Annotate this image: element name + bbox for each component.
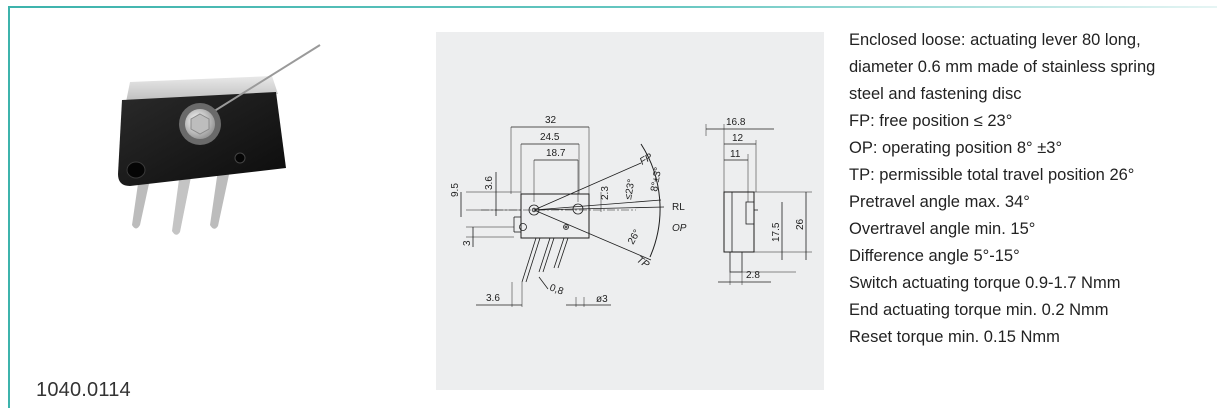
dim-label: 17.5 [771, 222, 782, 242]
part-number: 1040.0114 [36, 379, 131, 401]
spec-line: steel and fastening disc [849, 85, 1022, 103]
dimension-labels: 32 24.5 18.7 9.5 3.6 2.3 3 3.6 0,8 ø3 16… [450, 115, 806, 305]
dim-label: 3.6 [484, 176, 495, 190]
position-label-rl: RL [672, 202, 685, 213]
product-photo [118, 44, 321, 235]
dim-label: ø3 [596, 294, 608, 305]
spec-line: Pretravel angle max. 34° [849, 193, 1030, 211]
terminal-pin [210, 170, 230, 229]
spec-line: Difference angle 5°-15° [849, 247, 1020, 265]
dim-label: 2.3 [600, 186, 611, 200]
spec-line: OP: operating position 8° ±3° [849, 139, 1063, 157]
dim-label: 24.5 [540, 132, 560, 143]
angle-label: 8°±3° [649, 166, 664, 192]
dim-label: 3.6 [486, 293, 500, 304]
dim-label: 32 [545, 115, 557, 126]
mounting-hole [234, 152, 246, 164]
spec-line: End actuating torque min. 0.2 Nmm [849, 301, 1109, 319]
spec-line: Enclosed loose: actuating lever 80 long, [849, 31, 1141, 49]
position-label-tp: TP [634, 254, 651, 271]
angle-label: ≤23° [623, 178, 637, 200]
switch-side-view [460, 126, 665, 307]
dim-label: 12 [732, 133, 744, 144]
dim-label: 18.7 [546, 148, 566, 159]
switch-front-view [705, 124, 812, 285]
dim-label: 9.5 [450, 183, 461, 197]
terminal-pin [172, 172, 192, 235]
spec-line: Switch actuating torque 0.9-1.7 Nmm [849, 274, 1121, 292]
position-label-op: OP [672, 223, 687, 234]
dim-label: 16.8 [726, 117, 746, 128]
dim-label: 2.8 [746, 270, 760, 281]
spec-list: Enclosed loose: actuating lever 80 long,… [849, 27, 1217, 351]
dim-label: 0,8 [548, 282, 565, 297]
angle-label: 26° [626, 228, 643, 247]
spec-line: FP: free position ≤ 23° [849, 112, 1013, 130]
mounting-hole [126, 161, 146, 179]
frame-left-rule [8, 6, 10, 408]
spec-line: Reset torque min. 0.15 Nmm [849, 328, 1060, 346]
lever-hub [190, 113, 210, 135]
dim-label: 11 [730, 149, 741, 160]
dim-label: 26 [795, 218, 806, 230]
spec-line: diameter 0.6 mm made of stainless spring [849, 58, 1156, 76]
spec-line: TP: permissible total travel position 26… [849, 166, 1135, 184]
actuating-lever [199, 44, 321, 121]
technical-drawing: 32 24.5 18.7 9.5 3.6 2.3 3 3.6 0,8 ø3 16… [450, 115, 812, 307]
technical-drawing-panel: 32 24.5 18.7 9.5 3.6 2.3 3 3.6 0,8 ø3 16… [436, 32, 824, 390]
frame-top-rule [8, 6, 1217, 8]
terminal-pin [132, 170, 152, 229]
dim-label: 3 [462, 240, 473, 246]
spec-line: Overtravel angle min. 15° [849, 220, 1036, 238]
